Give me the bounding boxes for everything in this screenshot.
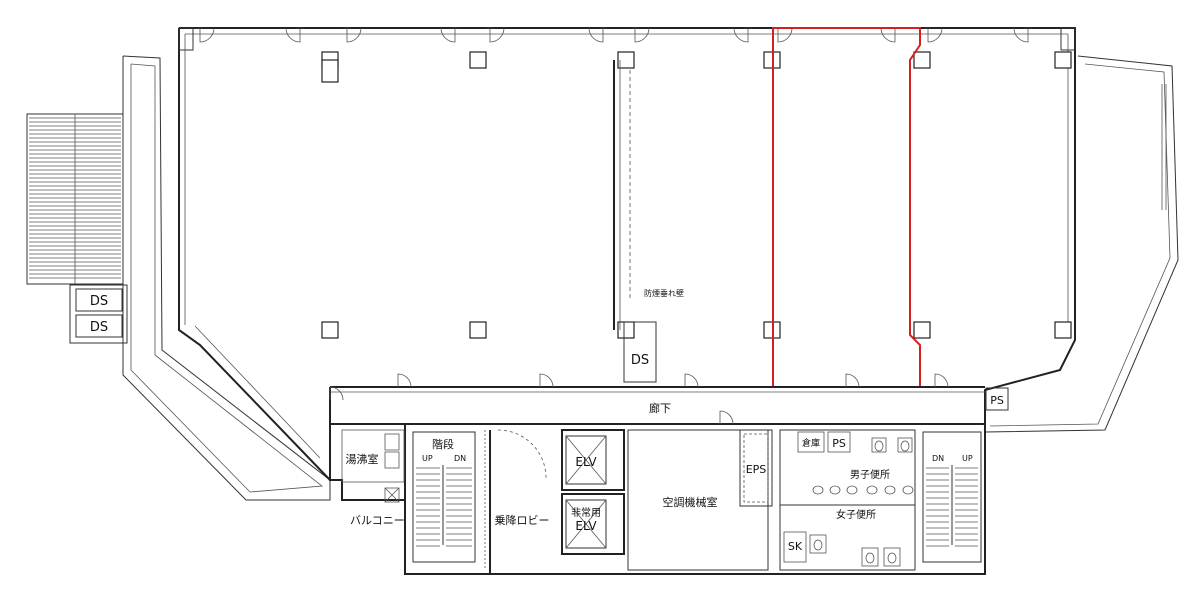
ds-label-2: DS [90,320,108,335]
door-swing [329,386,344,401]
balcony-label: バルコニー [350,514,405,527]
toilet [813,539,823,551]
door-swing [634,27,650,43]
door-swing [845,373,860,388]
column [1054,51,1072,69]
smoke-wall-label: 防煙垂れ壁 [644,288,684,298]
womens-restroom-label: 女子便所 [836,508,876,521]
office-perimeter [178,27,1076,481]
corridor: 廊下 [329,386,985,425]
stairs-label: 階段 [432,437,454,451]
ds-label-3: DS [631,353,649,368]
column [617,321,635,339]
door-swing [285,27,301,43]
structural-columns [321,51,1072,339]
door-swing [880,27,896,43]
toilet-stall [897,437,913,453]
door-swing [346,27,362,43]
stair-dn-label-2: DN [932,454,944,463]
door-swing [934,373,949,388]
column [1054,321,1072,339]
ps-label-2: PS [990,394,1004,407]
column [913,51,931,69]
column [617,51,635,69]
door-swing [397,373,412,388]
exterior-stair [26,113,124,285]
ds-label-1: DS [90,294,108,309]
door-swing [719,410,734,425]
toilet [900,440,910,452]
elevator-label-2: ELV [575,519,597,533]
building-core: 湯沸室 バルコニー 階段 UP DN 乗降ロビー ELV 非常用 ELV [329,424,986,575]
sink [829,485,841,495]
column [469,51,487,69]
sink [866,485,878,495]
toilet-stall [861,547,879,567]
door-swing [199,27,215,43]
door-swing [489,27,505,43]
lobby-label: 乗降ロビー [495,513,550,527]
stair-dn-label-1: DN [454,454,466,463]
door-swing [777,27,793,43]
toilet [874,440,884,452]
corridor-doors [329,373,949,425]
stair-up-label-2: UP [962,454,973,463]
stair-up-label-1: UP [422,454,433,463]
toilet [865,552,875,564]
column [469,321,487,339]
eps-label: EPS [746,463,767,476]
door-swing [588,27,604,43]
corridor-label: 廊下 [649,401,671,415]
interior-partitions: DS 防煙垂れ壁 [613,60,684,383]
door-swing [927,27,943,43]
sk-label: SK [788,540,803,553]
top-wall-doors [196,27,1032,43]
door-swing [1013,27,1029,43]
toilet-stall [883,547,901,567]
toilet-stall [809,534,827,554]
mens-restroom-label: 男子便所 [850,468,890,481]
machine-room-label: 空調機械室 [663,495,718,509]
sink [812,485,824,495]
column [913,321,931,339]
door-swing [539,373,554,388]
sink [884,485,896,495]
door-swing [440,27,456,43]
ps-label-1: PS [832,437,846,450]
outer-envelope [122,55,1179,501]
column [321,59,339,83]
emergency-elevator-label: 非常用 [571,506,601,519]
door-swing [684,373,699,388]
elevator-label-1: ELV [575,455,597,469]
highlighted-zone [772,27,921,388]
toilet [887,552,897,564]
ps-shaft-right: PS [985,387,1009,411]
column [321,321,339,339]
toilet-stall [871,437,887,453]
ds-shafts-left: DS DS [69,284,128,344]
storage-label: 倉庫 [802,437,820,449]
sink [902,485,914,495]
door-swing [733,27,749,43]
sink [846,485,858,495]
kettle-room-label: 湯沸室 [346,452,379,466]
